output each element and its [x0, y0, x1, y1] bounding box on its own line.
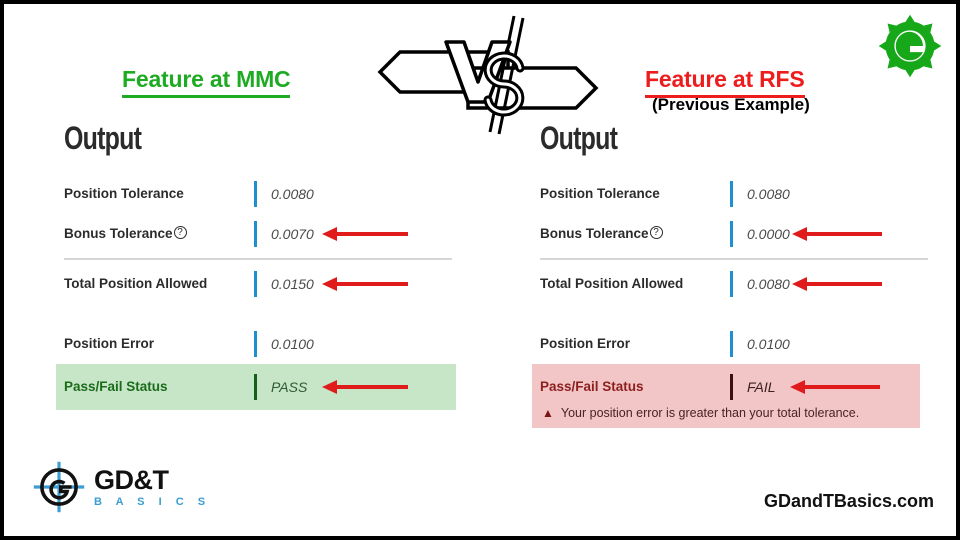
- table-row: Position Tolerance 0.0080: [64, 174, 464, 214]
- table-row: Position Error 0.0100: [540, 324, 940, 364]
- row-label: Bonus Tolerance ?: [64, 226, 254, 241]
- callout-arrow: [792, 276, 882, 291]
- row-label-text: Bonus Tolerance: [540, 226, 649, 242]
- row-value: 0.0150: [271, 275, 314, 292]
- page-title-rfs: Feature at RFS: [645, 66, 805, 98]
- value-bar: [254, 270, 257, 297]
- row-value: 0.0080: [747, 275, 790, 292]
- table-row: Position Tolerance 0.0080: [540, 174, 940, 214]
- row-label-text: Bonus Tolerance: [64, 226, 173, 242]
- help-icon[interactable]: ?: [649, 226, 663, 240]
- row-value: 0.0080: [747, 185, 790, 202]
- row-label: Total Position Allowed: [540, 276, 684, 292]
- output-panel-mmc: Output Position Tolerance 0.0080 Bonus T…: [56, 120, 464, 410]
- output-heading-rfs: Output: [540, 120, 618, 156]
- output-panel-rfs: Output Position Tolerance 0.0080 Bonus T…: [532, 120, 940, 428]
- row-label: Position Tolerance: [64, 186, 184, 202]
- callout-arrow: [790, 379, 880, 394]
- section-divider: [64, 257, 452, 260]
- row-value: 0.0070: [271, 225, 314, 242]
- value-bar: [730, 373, 733, 400]
- value-bar: [730, 270, 733, 297]
- row-spacer: [540, 304, 940, 324]
- value-bar: [730, 220, 733, 247]
- status-block-fail: Pass/Fail Status FAIL ▲ Your position er…: [532, 363, 920, 428]
- callout-arrow: [322, 226, 408, 241]
- gear-icon: [878, 14, 942, 78]
- table-row: Total Position Allowed 0.0080: [540, 264, 940, 304]
- warning-icon: ▲: [542, 405, 554, 420]
- callout-arrow: [322, 276, 408, 291]
- value-bar: [254, 373, 257, 400]
- row-label: Position Error: [64, 336, 155, 352]
- row-value: 0.0000: [747, 225, 790, 242]
- row-value: 0.0100: [747, 335, 790, 352]
- status-badge: FAIL: [747, 378, 776, 395]
- status-row-fail: Pass/Fail Status FAIL: [540, 368, 912, 406]
- row-value: 0.0080: [271, 185, 314, 202]
- gdt-target-icon: [33, 461, 85, 513]
- value-bar: [254, 330, 257, 357]
- status-label: Pass/Fail Status: [64, 379, 168, 395]
- versus-arrow-icon: [377, 15, 599, 135]
- value-bar: [730, 180, 733, 207]
- status-row-pass: Pass/Fail Status PASS: [56, 363, 456, 410]
- value-bar: [254, 180, 257, 207]
- table-row: Total Position Allowed 0.0150: [64, 264, 464, 304]
- value-bar: [730, 330, 733, 357]
- fail-warning-note: ▲ Your position error is greater than yo…: [540, 406, 912, 420]
- page-subtitle-rfs: (Previous Example): [652, 95, 810, 114]
- help-icon[interactable]: ?: [173, 226, 187, 240]
- row-value: 0.0100: [271, 335, 314, 352]
- callout-arrow: [792, 226, 882, 241]
- page-title-mmc: Feature at MMC: [122, 66, 291, 98]
- status-label: Pass/Fail Status: [540, 379, 644, 395]
- brand-name: GD&T: [94, 464, 169, 495]
- table-row: Position Error 0.0100: [64, 324, 464, 364]
- site-url: GDandTBasics.com: [763, 491, 934, 511]
- row-label: Position Tolerance: [540, 186, 660, 202]
- table-row: Bonus Tolerance ? 0.0070: [64, 214, 464, 254]
- brand-logo-text: GD&T B A S I C S: [94, 464, 211, 508]
- fail-note-text: Your position error is greater than your…: [560, 405, 860, 420]
- table-row: Bonus Tolerance ? 0.0000: [540, 214, 940, 254]
- status-badge: PASS: [271, 378, 308, 395]
- row-label: Position Error: [540, 336, 631, 352]
- brand-tagline: B A S I C S: [94, 495, 211, 508]
- output-heading-mmc: Output: [64, 120, 142, 156]
- value-bar: [254, 220, 257, 247]
- row-label: Bonus Tolerance ?: [540, 226, 730, 241]
- brand-logo: GD&T B A S I C S: [32, 460, 211, 514]
- row-label: Total Position Allowed: [64, 276, 208, 292]
- section-divider: [540, 257, 928, 260]
- callout-arrow: [322, 379, 408, 394]
- slide-canvas: Feature at MMC Feature at RFS (Previous …: [4, 4, 956, 536]
- row-spacer: [64, 304, 464, 324]
